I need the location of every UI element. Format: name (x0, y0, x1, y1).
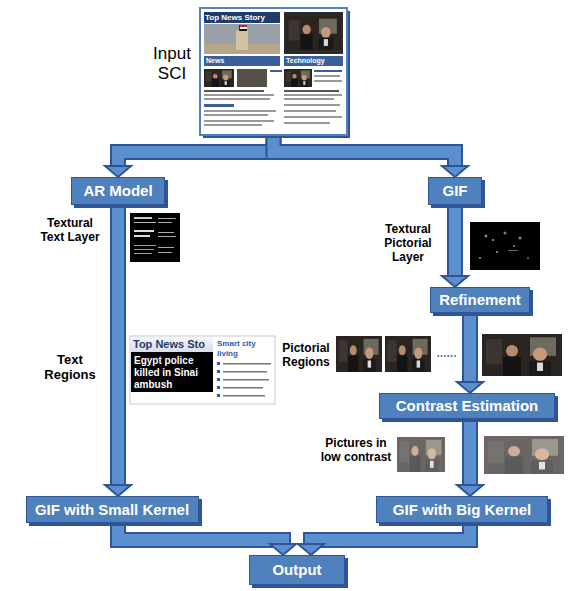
stage-label: Pictorial Regions (277, 341, 335, 369)
pictorial-regions-images (336, 334, 562, 376)
input-image-frame: Input SCI (200, 8, 347, 136)
text-regions-image (130, 336, 275, 404)
box-label: GIF with Big Kernel (393, 501, 531, 519)
box-label: AR Model (83, 182, 152, 200)
flow-arrow (118, 523, 296, 555)
pictorial-layer-image (470, 222, 540, 270)
ellipsis-mark: ...... (433, 346, 460, 360)
flow-arrow (457, 313, 483, 393)
screenshot-text: Technology (286, 56, 342, 66)
flow-arrow (298, 523, 470, 555)
process-box: Contrast Estimation (379, 393, 555, 419)
output-box: Output (249, 555, 345, 585)
flow-arrow (457, 419, 483, 496)
stage-label: Pictures in low contrast (318, 436, 394, 464)
process-box: Refinement (430, 287, 530, 313)
screenshot-image (200, 8, 350, 138)
stage-label: Textural Pictorial Layer (372, 222, 444, 264)
box-label: Output (272, 561, 321, 579)
region-text: Egypt police killed in Sinai ambush (134, 355, 211, 391)
flow-arrow (105, 136, 274, 177)
stage-label: Text Regions (34, 352, 106, 382)
text-layer-image (130, 213, 180, 262)
node-heading: Input SCI (148, 44, 196, 84)
box-label: Refinement (439, 291, 521, 309)
flow-arrow (442, 205, 468, 287)
flow-arrow (105, 205, 131, 496)
process-box: AR Model (71, 177, 165, 205)
box-label: GIF with Small Kernel (35, 501, 189, 519)
low-contrast-images (397, 436, 564, 474)
box-label: GIF (443, 182, 468, 200)
screenshot-text: News (206, 56, 266, 66)
stage-label: Textural Text Layer (34, 216, 106, 244)
process-box: GIF (428, 177, 482, 205)
flow-arrow (274, 136, 469, 177)
box-label: Contrast Estimation (396, 397, 539, 415)
screenshot-text: Top News Story (205, 12, 279, 23)
process-box: GIF with Small Kernel (26, 496, 199, 523)
region-text: Top News Sto (133, 338, 213, 351)
process-box: GIF with Big Kernel (376, 496, 548, 523)
region-text: Smart city living (217, 339, 274, 359)
